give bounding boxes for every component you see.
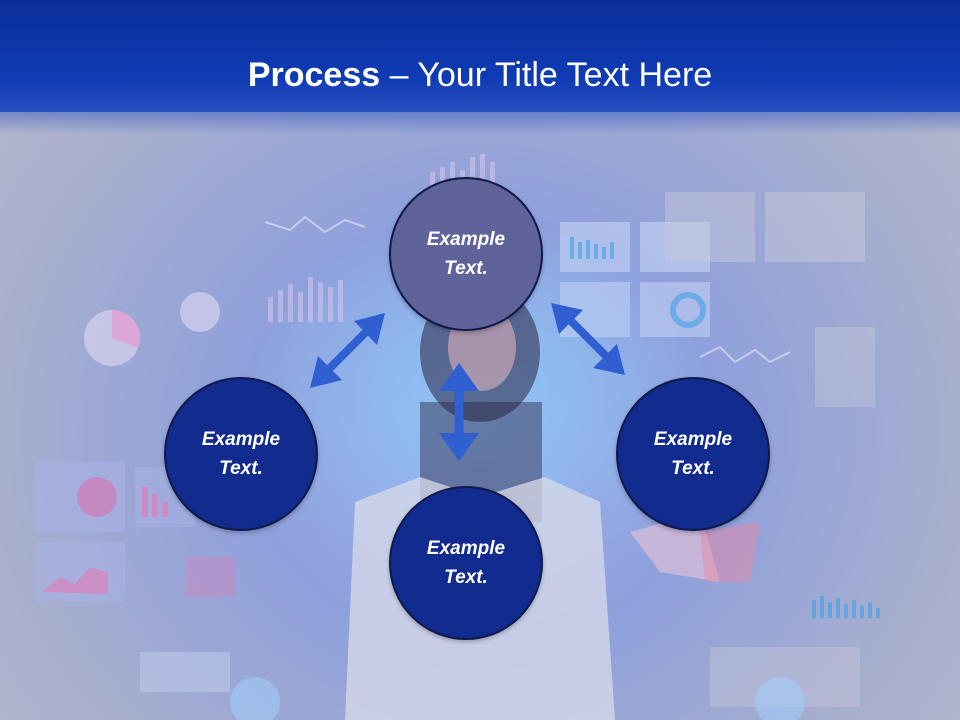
- donut-decoration: [77, 477, 117, 517]
- circle-left-line1: Example: [201, 429, 281, 450]
- title-bar: [0, 0, 960, 112]
- circle-top-line2: Text.: [444, 258, 488, 279]
- process-circle-right[interactable]: Example Text.: [616, 377, 770, 531]
- circle-bottom-line2: Text.: [444, 567, 488, 588]
- process-circle-top[interactable]: Example Text.: [389, 177, 543, 331]
- circle-right-line2: Text.: [671, 458, 715, 479]
- circle-bottom-line1: Example: [426, 538, 506, 559]
- circle-top-line1: Example: [426, 229, 506, 250]
- circle-left-line2: Text.: [219, 458, 263, 479]
- double-arrow-vertical: [439, 363, 479, 461]
- slide-title-rest: – Your Title Text Here: [380, 56, 713, 94]
- double-arrow-top-left: [310, 313, 385, 388]
- process-circle-left[interactable]: Example Text.: [164, 377, 318, 531]
- process-circle-bottom[interactable]: Example Text.: [389, 486, 543, 640]
- title-bar-fade: [0, 108, 960, 134]
- circle-right-line1: Example: [653, 429, 733, 450]
- double-arrow-top-right: [551, 303, 625, 375]
- slide-title: Process – Your Title Text Here: [0, 55, 960, 95]
- slide-title-bold: Process: [247, 56, 381, 94]
